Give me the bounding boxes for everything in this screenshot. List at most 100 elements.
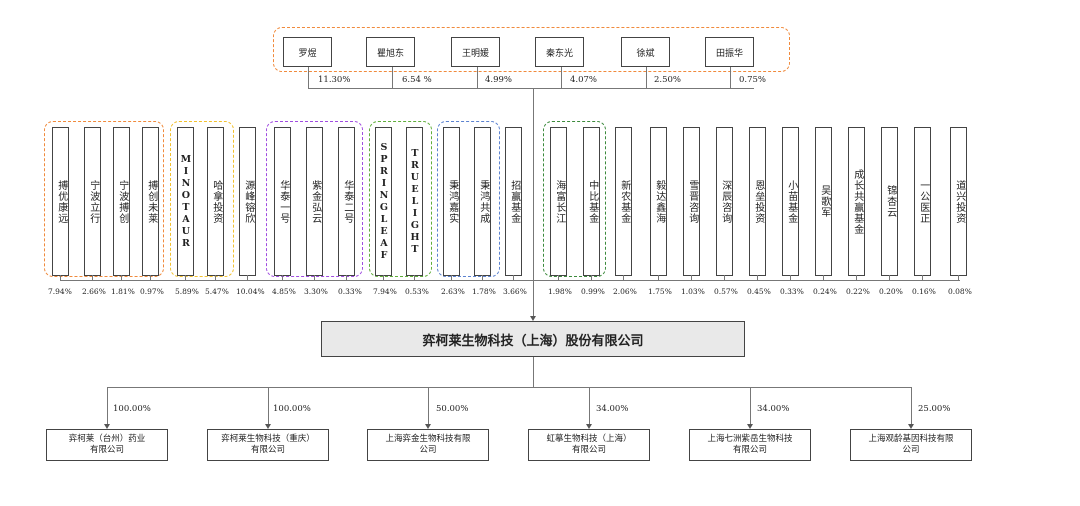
- shareholder-name: 恩垒投资: [752, 179, 764, 224]
- shareholder-name: 雪晋咨询: [686, 179, 698, 224]
- shareholder-name: 成长共赢基金: [851, 168, 863, 235]
- ownership-percent: 5.47%: [205, 287, 229, 296]
- ownership-percent: 0.24%: [813, 287, 837, 296]
- shareholder-name: 源峰镕欣: [242, 179, 254, 224]
- connector: [482, 275, 483, 280]
- ownership-percent: 3.30%: [304, 287, 328, 296]
- shareholder-name: 中比基金: [586, 179, 598, 224]
- shareholder-name: 哈拿投资: [210, 179, 222, 224]
- shareholder-box: 锦杏云: [881, 127, 898, 276]
- arrow-down-icon: [265, 424, 271, 429]
- ownership-percent: 1.98%: [548, 287, 572, 296]
- shareholder-box: TRUELIGHT: [406, 127, 423, 276]
- shareholder-box: SPRINGLEAF: [375, 127, 392, 276]
- shareholder-name: SPRINGLEAF: [378, 141, 390, 262]
- shareholder-name: 海富长江: [553, 179, 565, 224]
- shareholder-box: 田振华: [705, 37, 754, 67]
- shareholder-box: 秉鸿共成: [474, 127, 491, 276]
- shareholder-name: 秦东光: [545, 48, 573, 59]
- subsidiary-box: 上海观龄基因科技有限 公司: [850, 429, 972, 461]
- shareholder-name: 华泰二号: [341, 179, 353, 224]
- group-outline-yellow: [170, 121, 234, 277]
- shareholder-box: 一公医正: [914, 127, 931, 276]
- ownership-percent: 0.20%: [879, 287, 903, 296]
- shareholder-box: 道兴投资: [950, 127, 967, 276]
- ownership-percent: 2.50%: [654, 75, 682, 85]
- connector: [150, 275, 151, 280]
- company-name: 弈柯莱生物科技（上海）股份有限公司: [422, 333, 644, 349]
- connector: [392, 67, 393, 88]
- connector: [92, 275, 93, 280]
- connector: [268, 387, 269, 424]
- shareholder-name: 招赢基金: [508, 179, 520, 224]
- shareholder-name: 王明媛: [461, 48, 489, 59]
- shareholder-name: 秉鸿共成: [477, 179, 489, 224]
- connector: [121, 275, 122, 280]
- connector: [561, 67, 562, 88]
- connector: [247, 275, 248, 280]
- group-outline-orange: [44, 121, 164, 277]
- subsidiary-name: 虹摹生物科技（上海） 有限公司: [546, 433, 632, 455]
- ownership-percent: 2.06%: [613, 287, 637, 296]
- connector: [346, 275, 347, 280]
- shareholder-box: 搏创未莱: [142, 127, 159, 276]
- ownership-percent: 0.53%: [405, 287, 429, 296]
- arrow-down-icon: [104, 424, 110, 429]
- shareholder-bus-line: [60, 280, 960, 281]
- shareholder-box: 哈拿投资: [207, 127, 224, 276]
- connector: [414, 275, 415, 280]
- shareholder-box: 宁波立行: [84, 127, 101, 276]
- shareholder-name: 搏创未莱: [145, 179, 157, 224]
- connector: [730, 67, 731, 88]
- connector: [60, 275, 61, 280]
- shareholder-name: 锦杏云: [884, 185, 896, 218]
- shareholder-box: 徐斌: [621, 37, 670, 67]
- top-connector-line: [308, 88, 754, 89]
- ownership-percent: 4.07%: [570, 75, 598, 85]
- ownership-percent: 34.00%: [757, 404, 790, 414]
- shareholder-box: 中比基金: [583, 127, 600, 276]
- company-to-subsidiaries-line: [533, 357, 534, 387]
- shareholder-box: 源峰镕欣: [239, 127, 256, 276]
- ownership-percent: 0.45%: [747, 287, 771, 296]
- subsidiary-box: 弈柯莱生物科技（重庆） 有限公司: [207, 429, 329, 461]
- shareholder-box: MINOTAUR: [177, 127, 194, 276]
- ownership-percent: 1.81%: [111, 287, 135, 296]
- shareholder-box: 华泰二号: [338, 127, 355, 276]
- subsidiary-box: 虹摹生物科技（上海） 有限公司: [528, 429, 650, 461]
- arrow-down-icon: [586, 424, 592, 429]
- shareholder-name: 一公医正: [917, 179, 929, 224]
- ownership-percent: 0.33%: [338, 287, 362, 296]
- connector: [107, 387, 108, 424]
- ownership-percent: 10.04%: [236, 287, 265, 296]
- connector: [958, 275, 959, 280]
- subsidiary-name: 上海七洲紫岳生物科技 有限公司: [707, 433, 793, 455]
- shareholder-box: 秦东光: [535, 37, 584, 67]
- connector: [856, 275, 857, 280]
- arrow-down-icon: [425, 424, 431, 429]
- connector: [623, 275, 624, 280]
- shareholder-box: 毅达鑫海: [650, 127, 667, 276]
- ownership-percent: 7.94%: [373, 287, 397, 296]
- ownership-percent: 0.22%: [846, 287, 870, 296]
- shareholder-box: 海富长江: [550, 127, 567, 276]
- connector: [451, 275, 452, 280]
- shareholder-box: 雪晋咨询: [683, 127, 700, 276]
- connector: [383, 275, 384, 280]
- shareholder-name: MINOTAUR: [180, 153, 192, 250]
- connector: [724, 275, 725, 280]
- shareholder-name: 深辰咨询: [719, 179, 731, 224]
- ownership-percent: 1.78%: [472, 287, 496, 296]
- connector: [691, 275, 692, 280]
- ownership-percent: 2.66%: [82, 287, 106, 296]
- ownership-percent: 3.66%: [503, 287, 527, 296]
- connector: [757, 275, 758, 280]
- shareholder-box: 招赢基金: [505, 127, 522, 276]
- shareholder-box: 王明媛: [451, 37, 500, 67]
- shareholder-name: 秉鸿嘉实: [446, 179, 458, 224]
- shareholder-name: 小苗基金: [785, 179, 797, 224]
- subsidiary-name: 弈柯莱生物科技（重庆） 有限公司: [221, 433, 315, 455]
- arrow-down-icon: [747, 424, 753, 429]
- shareholder-name: 宁波立行: [87, 179, 99, 224]
- ownership-percent: 0.99%: [581, 287, 605, 296]
